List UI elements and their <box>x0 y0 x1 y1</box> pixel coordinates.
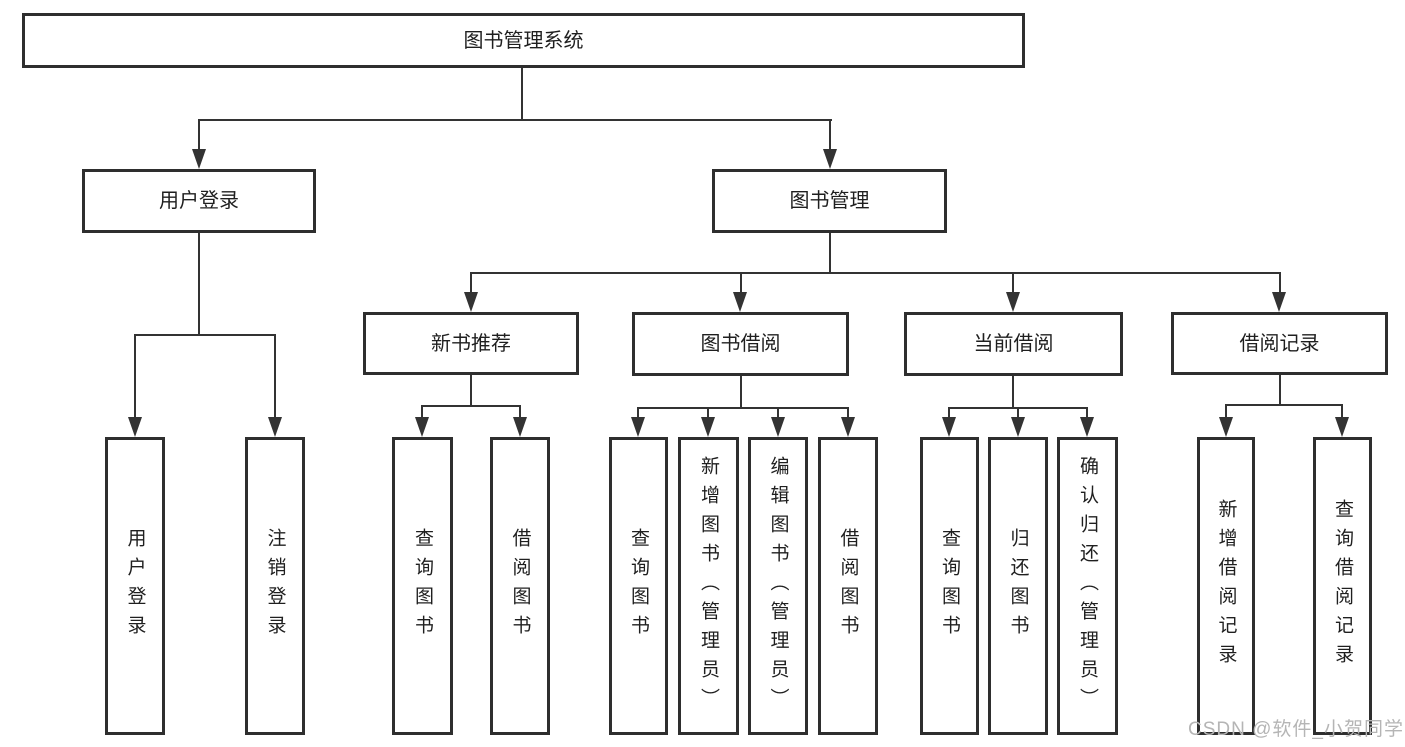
node-leaf-query-borrow-record: 查询借阅记录 <box>1313 437 1372 735</box>
arrow-down-icon <box>733 292 747 312</box>
connector-line <box>519 405 521 418</box>
connector-line <box>421 405 423 418</box>
node-leaf-borrow-book-bb: 借阅图书 <box>818 437 878 735</box>
connector-line <box>198 119 200 150</box>
node-leaf-query-book-bb: 查询图书 <box>609 437 668 735</box>
connector-line <box>637 407 639 418</box>
arrow-down-icon <box>1272 292 1286 312</box>
connector-line <box>470 272 1281 274</box>
connector-line <box>1017 407 1019 418</box>
arrow-down-icon <box>701 417 715 437</box>
arrow-down-icon <box>823 149 837 169</box>
arrow-down-icon <box>631 417 645 437</box>
node-leaf-add-book-admin: 新增图书（管理员） <box>678 437 739 735</box>
connector-line <box>1225 404 1343 406</box>
node-leaf-borrow-book-rec: 借阅图书 <box>490 437 550 735</box>
connector-line <box>134 334 276 336</box>
arrow-down-icon <box>1011 417 1025 437</box>
node-leaf-logout: 注销登录 <box>245 437 305 735</box>
connector-line <box>740 272 742 293</box>
node-leaf-user-login: 用户登录 <box>105 437 165 735</box>
node-book-management: 图书管理 <box>712 169 947 233</box>
node-leaf-return-book: 归还图书 <box>988 437 1048 735</box>
connector-line <box>1012 272 1014 293</box>
connector-line <box>1225 404 1227 418</box>
arrow-down-icon <box>415 417 429 437</box>
arrow-down-icon <box>1080 417 1094 437</box>
connector-line <box>637 407 849 409</box>
connector-line <box>740 376 742 408</box>
connector-line <box>948 407 950 418</box>
arrow-down-icon <box>192 149 206 169</box>
node-leaf-edit-book-admin: 编辑图书（管理员） <box>748 437 808 735</box>
connector-line <box>470 272 472 293</box>
connector-line <box>829 119 831 150</box>
arrow-down-icon <box>841 417 855 437</box>
connector-line <box>1279 272 1281 293</box>
node-root-library-management-system: 图书管理系统 <box>22 13 1025 68</box>
arrow-down-icon <box>513 417 527 437</box>
connector-line <box>847 407 849 418</box>
arrow-down-icon <box>268 417 282 437</box>
connector-line <box>1012 376 1014 408</box>
connector-line <box>198 119 832 121</box>
arrow-down-icon <box>464 292 478 312</box>
node-new-book-recommendation: 新书推荐 <box>363 312 579 375</box>
node-user-login: 用户登录 <box>82 169 316 233</box>
connector-line <box>1279 375 1281 406</box>
arrow-down-icon <box>1219 417 1233 437</box>
connector-line <box>777 407 779 418</box>
arrow-down-icon <box>771 417 785 437</box>
watermark: CSDN @软件_小贺同学 <box>1188 719 1404 740</box>
connector-line <box>707 407 709 418</box>
node-current-borrowing: 当前借阅 <box>904 312 1123 376</box>
node-book-borrowing: 图书借阅 <box>632 312 849 376</box>
node-leaf-add-borrow-record: 新增借阅记录 <box>1197 437 1255 735</box>
node-borrowing-records: 借阅记录 <box>1171 312 1388 375</box>
arrow-down-icon <box>1006 292 1020 312</box>
connector-line <box>274 334 276 418</box>
node-leaf-confirm-return-admin: 确认归还（管理员） <box>1057 437 1118 735</box>
connector-line <box>470 375 472 406</box>
arrow-down-icon <box>1335 417 1349 437</box>
connector-line <box>421 405 521 407</box>
connector-line <box>521 68 523 120</box>
node-leaf-query-book-cb: 查询图书 <box>920 437 979 735</box>
arrow-down-icon <box>942 417 956 437</box>
node-leaf-query-book-rec: 查询图书 <box>392 437 453 735</box>
connector-line <box>198 233 200 335</box>
connector-line <box>829 233 831 273</box>
arrow-down-icon <box>128 417 142 437</box>
connector-line <box>1086 407 1088 418</box>
connector-line <box>134 334 136 418</box>
connector-line <box>1341 404 1343 418</box>
